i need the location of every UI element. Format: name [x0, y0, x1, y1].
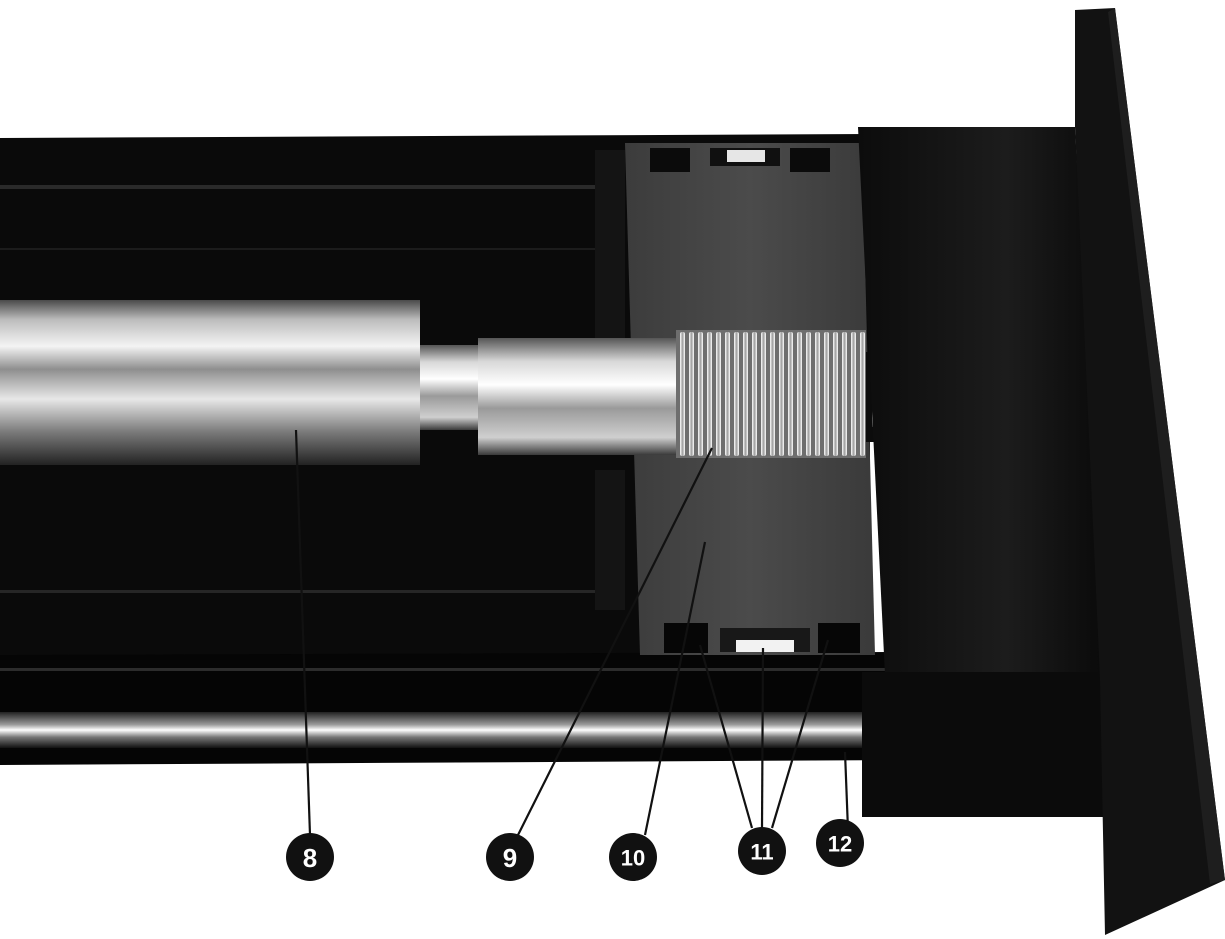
callout-8: 8	[286, 833, 334, 881]
leader-line-11a	[698, 644, 754, 829]
threaded-section	[676, 330, 866, 458]
thread-ridge	[752, 332, 757, 456]
callout-9: 9	[486, 833, 534, 881]
callout-label-11: 11	[750, 840, 773, 865]
thread-ridge	[806, 332, 811, 456]
thread-ridge	[707, 332, 712, 456]
thread-ridge	[761, 332, 766, 456]
leader-line-12	[843, 751, 850, 831]
callout-12: 12	[816, 819, 864, 867]
thread-ridge	[779, 332, 784, 456]
thread-ridge	[860, 332, 865, 456]
barrel-lower-wall	[0, 652, 905, 765]
callout-11: 11	[738, 827, 786, 875]
callout-10: 10	[609, 833, 657, 881]
leader-line-10	[643, 541, 707, 836]
thread-ridge	[833, 332, 838, 456]
thread-ridge	[680, 332, 685, 456]
end-cap	[858, 8, 1225, 935]
thread-ridge	[824, 332, 829, 456]
thread-ridge	[689, 332, 694, 456]
thread-ridge	[851, 332, 856, 456]
callout-label-8: 8	[303, 843, 317, 873]
thread-ridge	[815, 332, 820, 456]
callout-label-10: 10	[621, 846, 645, 871]
thread-ridge	[797, 332, 802, 456]
thread-ridge	[725, 332, 730, 456]
callout-label-12: 12	[828, 832, 852, 857]
thread-ridge	[734, 332, 739, 456]
thread-ridge	[770, 332, 775, 456]
leader-line-11b	[760, 647, 765, 829]
thread-ridge	[698, 332, 703, 456]
thread-ridge	[842, 332, 847, 456]
leader-line-9	[517, 447, 713, 836]
tie-rod	[0, 712, 880, 748]
thread-ridge	[788, 332, 793, 456]
thread-ridge	[743, 332, 748, 456]
callout-label-9: 9	[503, 843, 517, 873]
thread-ridge	[716, 332, 721, 456]
leader-lines	[294, 429, 850, 836]
piston-rod	[0, 300, 678, 465]
leader-line-8	[294, 429, 312, 836]
leader-line-11c	[770, 639, 830, 829]
